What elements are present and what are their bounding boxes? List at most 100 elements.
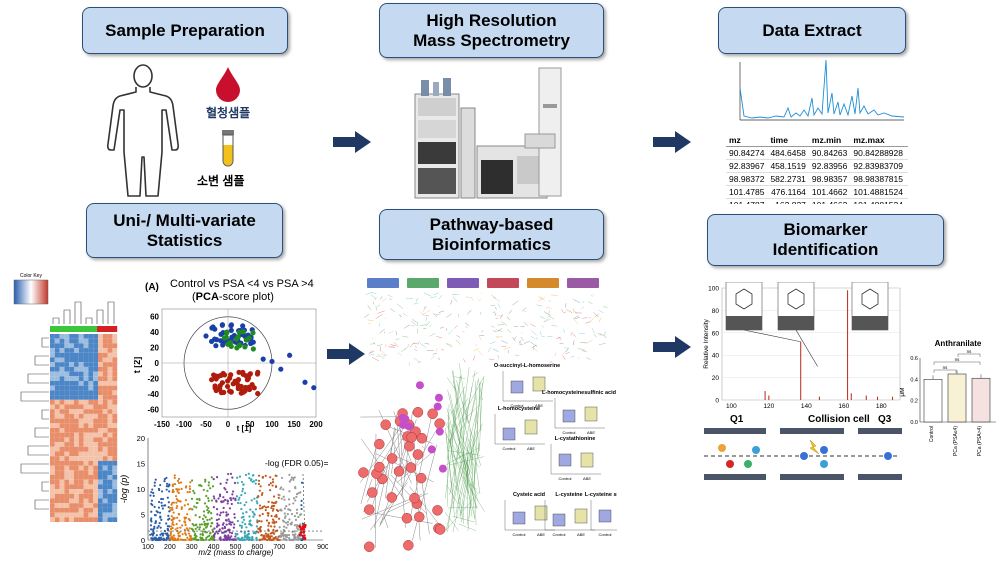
manhattan-point	[176, 527, 179, 530]
heatmap-cell	[50, 385, 55, 391]
manhattan-point	[175, 498, 178, 501]
heatmap-cell	[50, 334, 55, 339]
pathway-edge	[476, 297, 479, 299]
manhattan-point	[160, 532, 163, 535]
heatmap-cell	[78, 381, 84, 386]
pathway-edge	[377, 354, 385, 359]
heatmap-cell	[107, 366, 113, 372]
manhattan-point	[259, 525, 262, 529]
manhattan-point	[264, 532, 268, 535]
pathway-node	[435, 427, 444, 436]
heatmap-cell	[64, 479, 70, 485]
heatmap-cell	[64, 489, 70, 494]
manhattan-point	[261, 492, 264, 495]
manhattan-point	[193, 492, 196, 495]
pca-point-psa-high	[249, 381, 255, 388]
boxplot-group-label: Control	[599, 532, 612, 537]
manhattan-point	[168, 510, 171, 513]
manhattan-point	[293, 524, 297, 527]
pathway-edge	[506, 316, 511, 321]
manhattan-point	[180, 506, 183, 509]
manhattan-point	[296, 523, 299, 527]
heatmap-cell	[83, 343, 89, 349]
manhattan-point	[272, 507, 275, 510]
heatmap-cell	[98, 418, 103, 424]
quadrupole-rod	[858, 474, 902, 480]
manhattan-point	[293, 514, 297, 518]
heatmap-cell	[83, 338, 89, 344]
manhattan-point	[288, 473, 291, 476]
heatmap-cell	[107, 390, 113, 396]
heatmap-cell	[98, 404, 103, 410]
manhattan-point	[228, 507, 232, 510]
bar-significance-bracket	[933, 369, 957, 373]
pathway-edge	[471, 372, 479, 377]
pca-point-psa-high	[240, 389, 246, 395]
manhattan-point	[210, 476, 213, 479]
heatmap-cell	[102, 507, 108, 513]
heatmap-cell	[69, 418, 74, 424]
heatmap-cell	[78, 352, 84, 358]
pca-point-psa-high	[228, 389, 234, 395]
manhattan-point	[252, 512, 256, 515]
heatmap-cell	[88, 348, 94, 353]
msms-y-tick: 0	[715, 398, 719, 405]
bar	[947, 373, 967, 423]
manhattan-point	[191, 508, 194, 511]
quadrupole-rod	[704, 428, 766, 434]
heatmap-cell	[74, 503, 79, 508]
manhattan-point	[201, 517, 205, 521]
pathway-edge	[521, 332, 523, 334]
manhattan-point	[198, 526, 202, 529]
heatmap-cell	[78, 334, 84, 339]
heatmap-cell	[74, 475, 79, 480]
manhattan-point	[219, 538, 223, 541]
manhattan-point	[211, 485, 215, 488]
ion-particle	[726, 460, 734, 468]
manhattan-point	[247, 538, 251, 542]
heatmap-cell	[54, 395, 60, 400]
bar-category-label: PCa (PSA≤4)	[953, 426, 959, 456]
pca-point-psa-high	[216, 385, 222, 392]
manhattan-point	[163, 480, 166, 483]
heatmap-cell	[50, 352, 55, 358]
heatmap-cell	[93, 442, 98, 447]
heatmap-cell	[78, 470, 84, 475]
manhattan-point	[225, 538, 229, 541]
heatmap-cell	[93, 503, 98, 508]
heatmap-row-dendrogram	[41, 409, 49, 420]
msms-x-tick: 120	[763, 403, 774, 410]
heatmap-cell	[69, 390, 74, 396]
pathway-edge	[566, 309, 573, 313]
manhattan-y-tick: 15	[137, 460, 145, 469]
heatmap-cell	[93, 489, 98, 494]
manhattan-point	[206, 518, 209, 522]
pca-point-control	[260, 356, 266, 362]
chromatogram-plot	[739, 59, 905, 121]
manhattan-point	[244, 523, 247, 526]
manhattan-point	[240, 516, 243, 519]
manhattan-point	[171, 521, 174, 524]
pca-point-psa-high	[225, 378, 231, 384]
heatmap-cell	[74, 470, 79, 475]
pathway-edge	[478, 298, 482, 302]
metabolite-label: L-cystathionine	[555, 436, 596, 442]
pathway-edge	[419, 311, 426, 317]
heatmap-cell	[50, 376, 55, 381]
pathway-edge	[389, 298, 392, 301]
pathway-edge	[492, 296, 500, 302]
pca-point-control	[287, 352, 293, 358]
heatmap-cell	[50, 395, 55, 400]
heatmap-cell	[112, 451, 118, 457]
heatmap-cell	[83, 399, 89, 405]
boxplot-box-abe	[524, 419, 538, 435]
heatmap-cell	[69, 507, 74, 513]
pathway-edge	[454, 325, 458, 329]
manhattan-point	[241, 487, 244, 490]
heatmap-cell	[112, 493, 118, 499]
manhattan-point	[271, 478, 275, 481]
manhattan-point	[260, 520, 263, 523]
heatmap-cell	[50, 460, 55, 466]
